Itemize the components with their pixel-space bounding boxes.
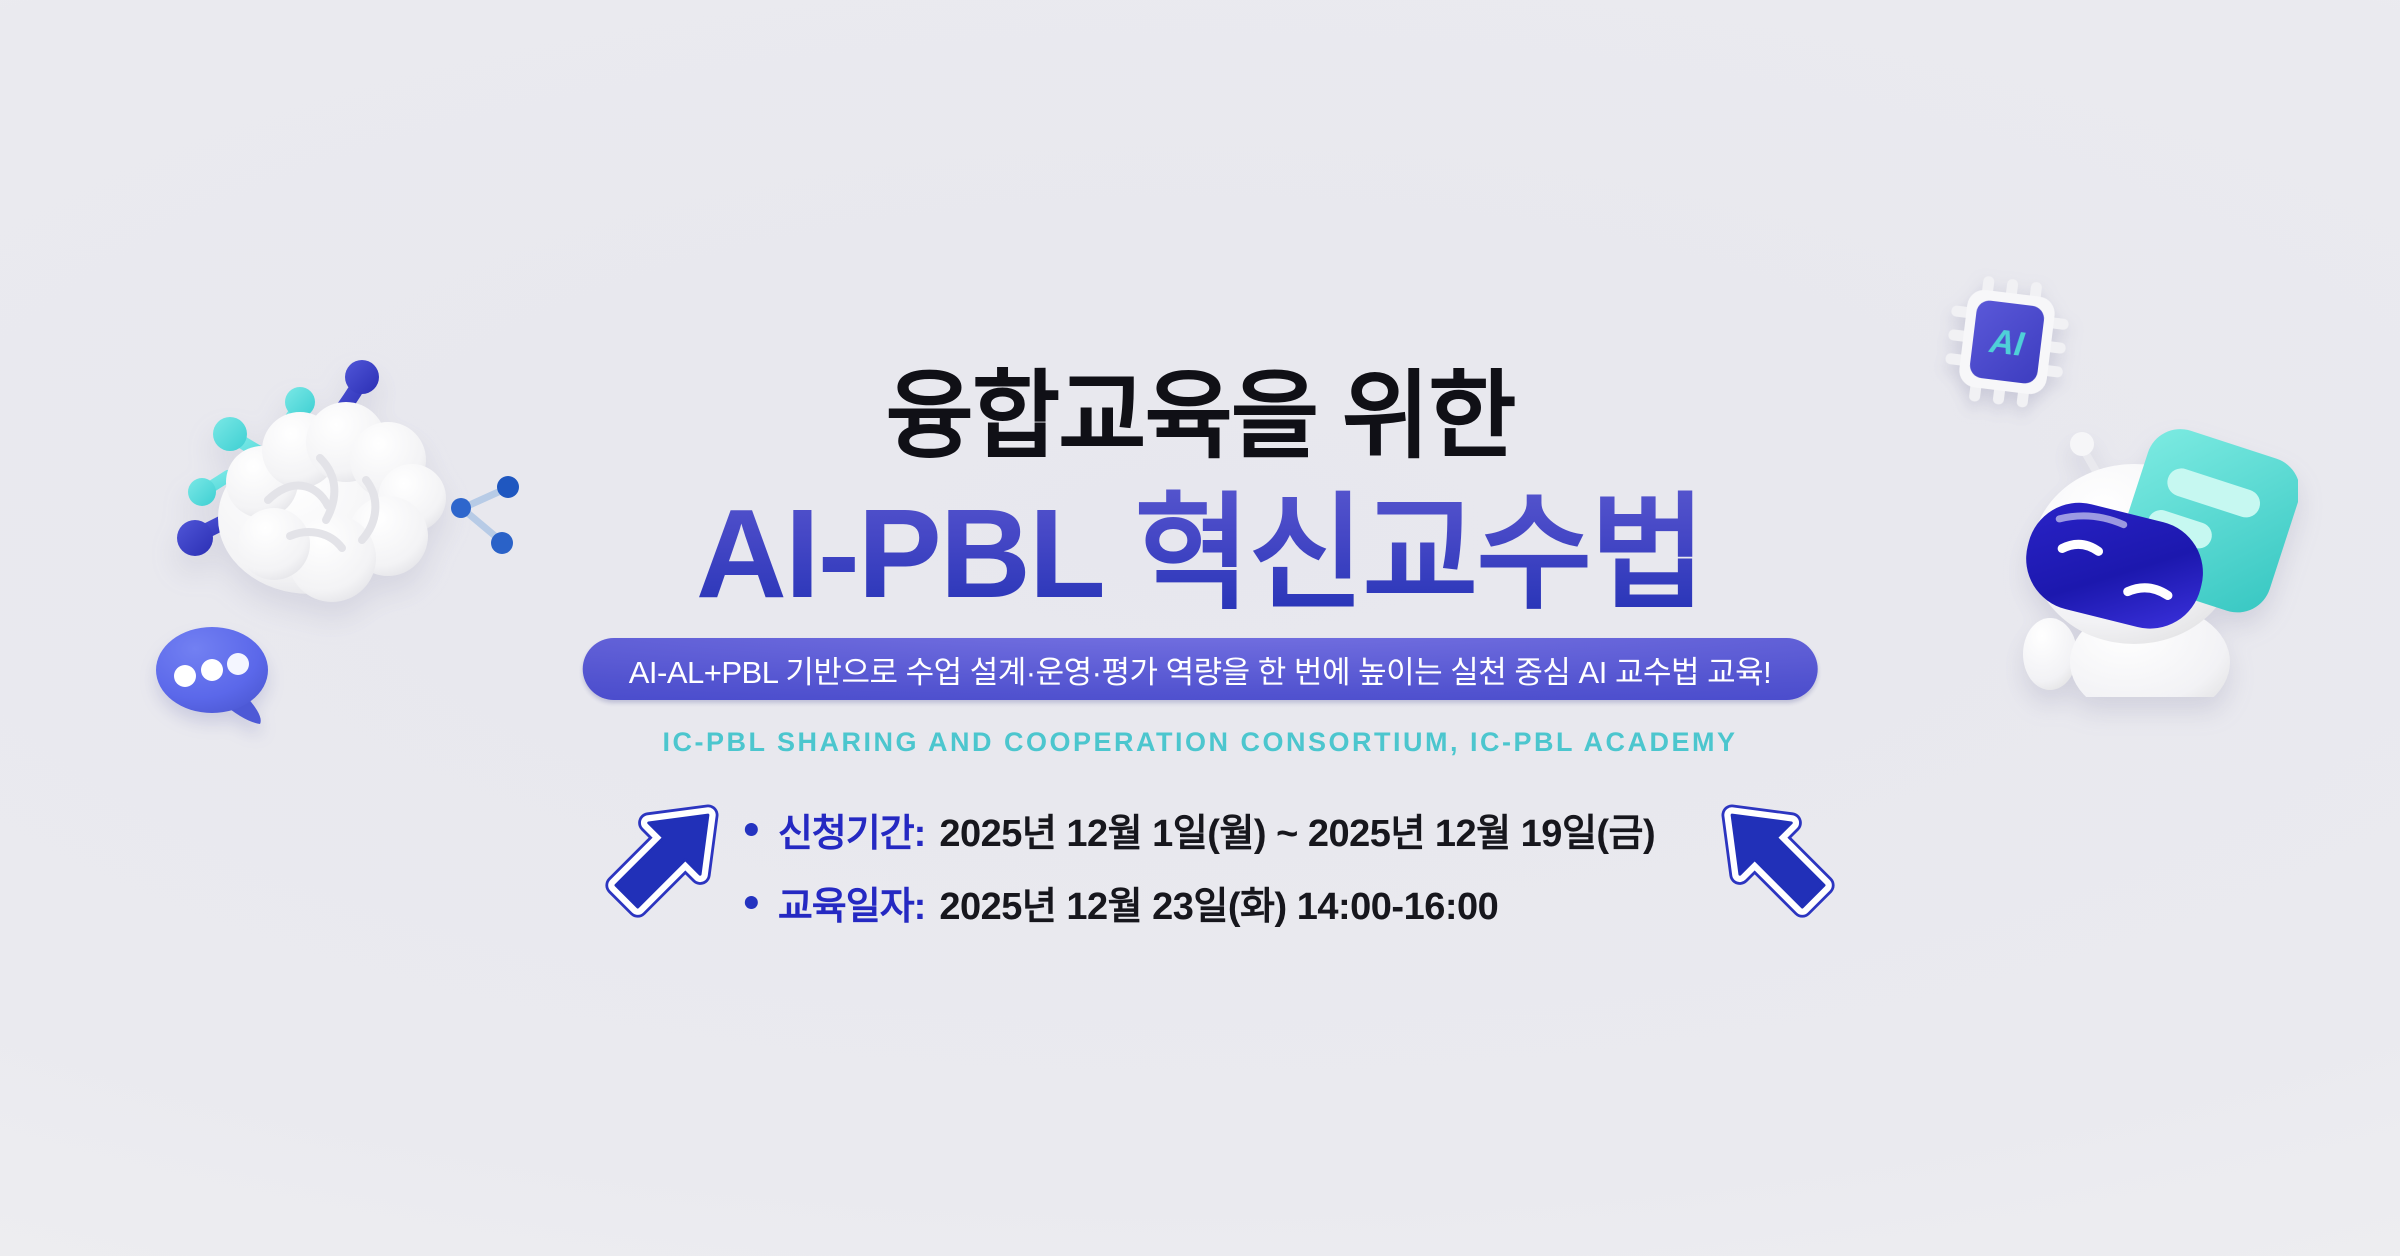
- schedule-label: 신청기간:: [777, 813, 926, 855]
- molecule-3d-icon: [443, 468, 535, 560]
- bullet-icon: [744, 823, 758, 836]
- brain-network-3d-icon: [140, 330, 570, 635]
- tagline-pill: AI-AL+PBL 기반으로 수업 설계·운영·평가 역량을 한 번에 높이는 …: [582, 638, 1818, 700]
- robot-3d-icon: [1998, 412, 2298, 697]
- arrow-up-right-3d-icon: [596, 784, 736, 930]
- banner-title: AI-PBL 혁신교수법: [0, 452, 2400, 634]
- schedule-value: 2025년 12월 1일(월) ~ 2025년 12월 19일(금): [939, 813, 1656, 855]
- arrow-up-left-3d-icon: [1704, 784, 1844, 930]
- banner-subtitle: 융합교육을 위한: [885, 363, 1517, 470]
- schedule-row-training-date: 교육일자: 2025년 12월 23일(화) 14:00-16:00: [744, 875, 1655, 930]
- schedule-row-application-period: 신청기간: 2025년 12월 1일(월) ~ 2025년 12월 19일(금): [744, 802, 1656, 857]
- organizer-line: IC-PBL SHARING AND COOPERATION CONSORTIU…: [662, 727, 1738, 757]
- chat-bubble-3d-icon: [150, 620, 292, 742]
- schedule-label: 교육일자:: [777, 886, 926, 928]
- schedule-list: 신청기간: 2025년 12월 1일(월) ~ 2025년 12월 19일(금)…: [744, 802, 1656, 930]
- ai-chip-label: AI: [1987, 322, 2028, 364]
- ai-chip-3d-icon: AI: [1938, 269, 2075, 415]
- tagline-text: AI-AL+PBL 기반으로 수업 설계·운영·평가 역량을 한 번에 높이는 …: [628, 654, 1772, 690]
- schedule-value: 2025년 12월 23일(화) 14:00-16:00: [939, 886, 1499, 928]
- bullet-icon: [744, 896, 758, 909]
